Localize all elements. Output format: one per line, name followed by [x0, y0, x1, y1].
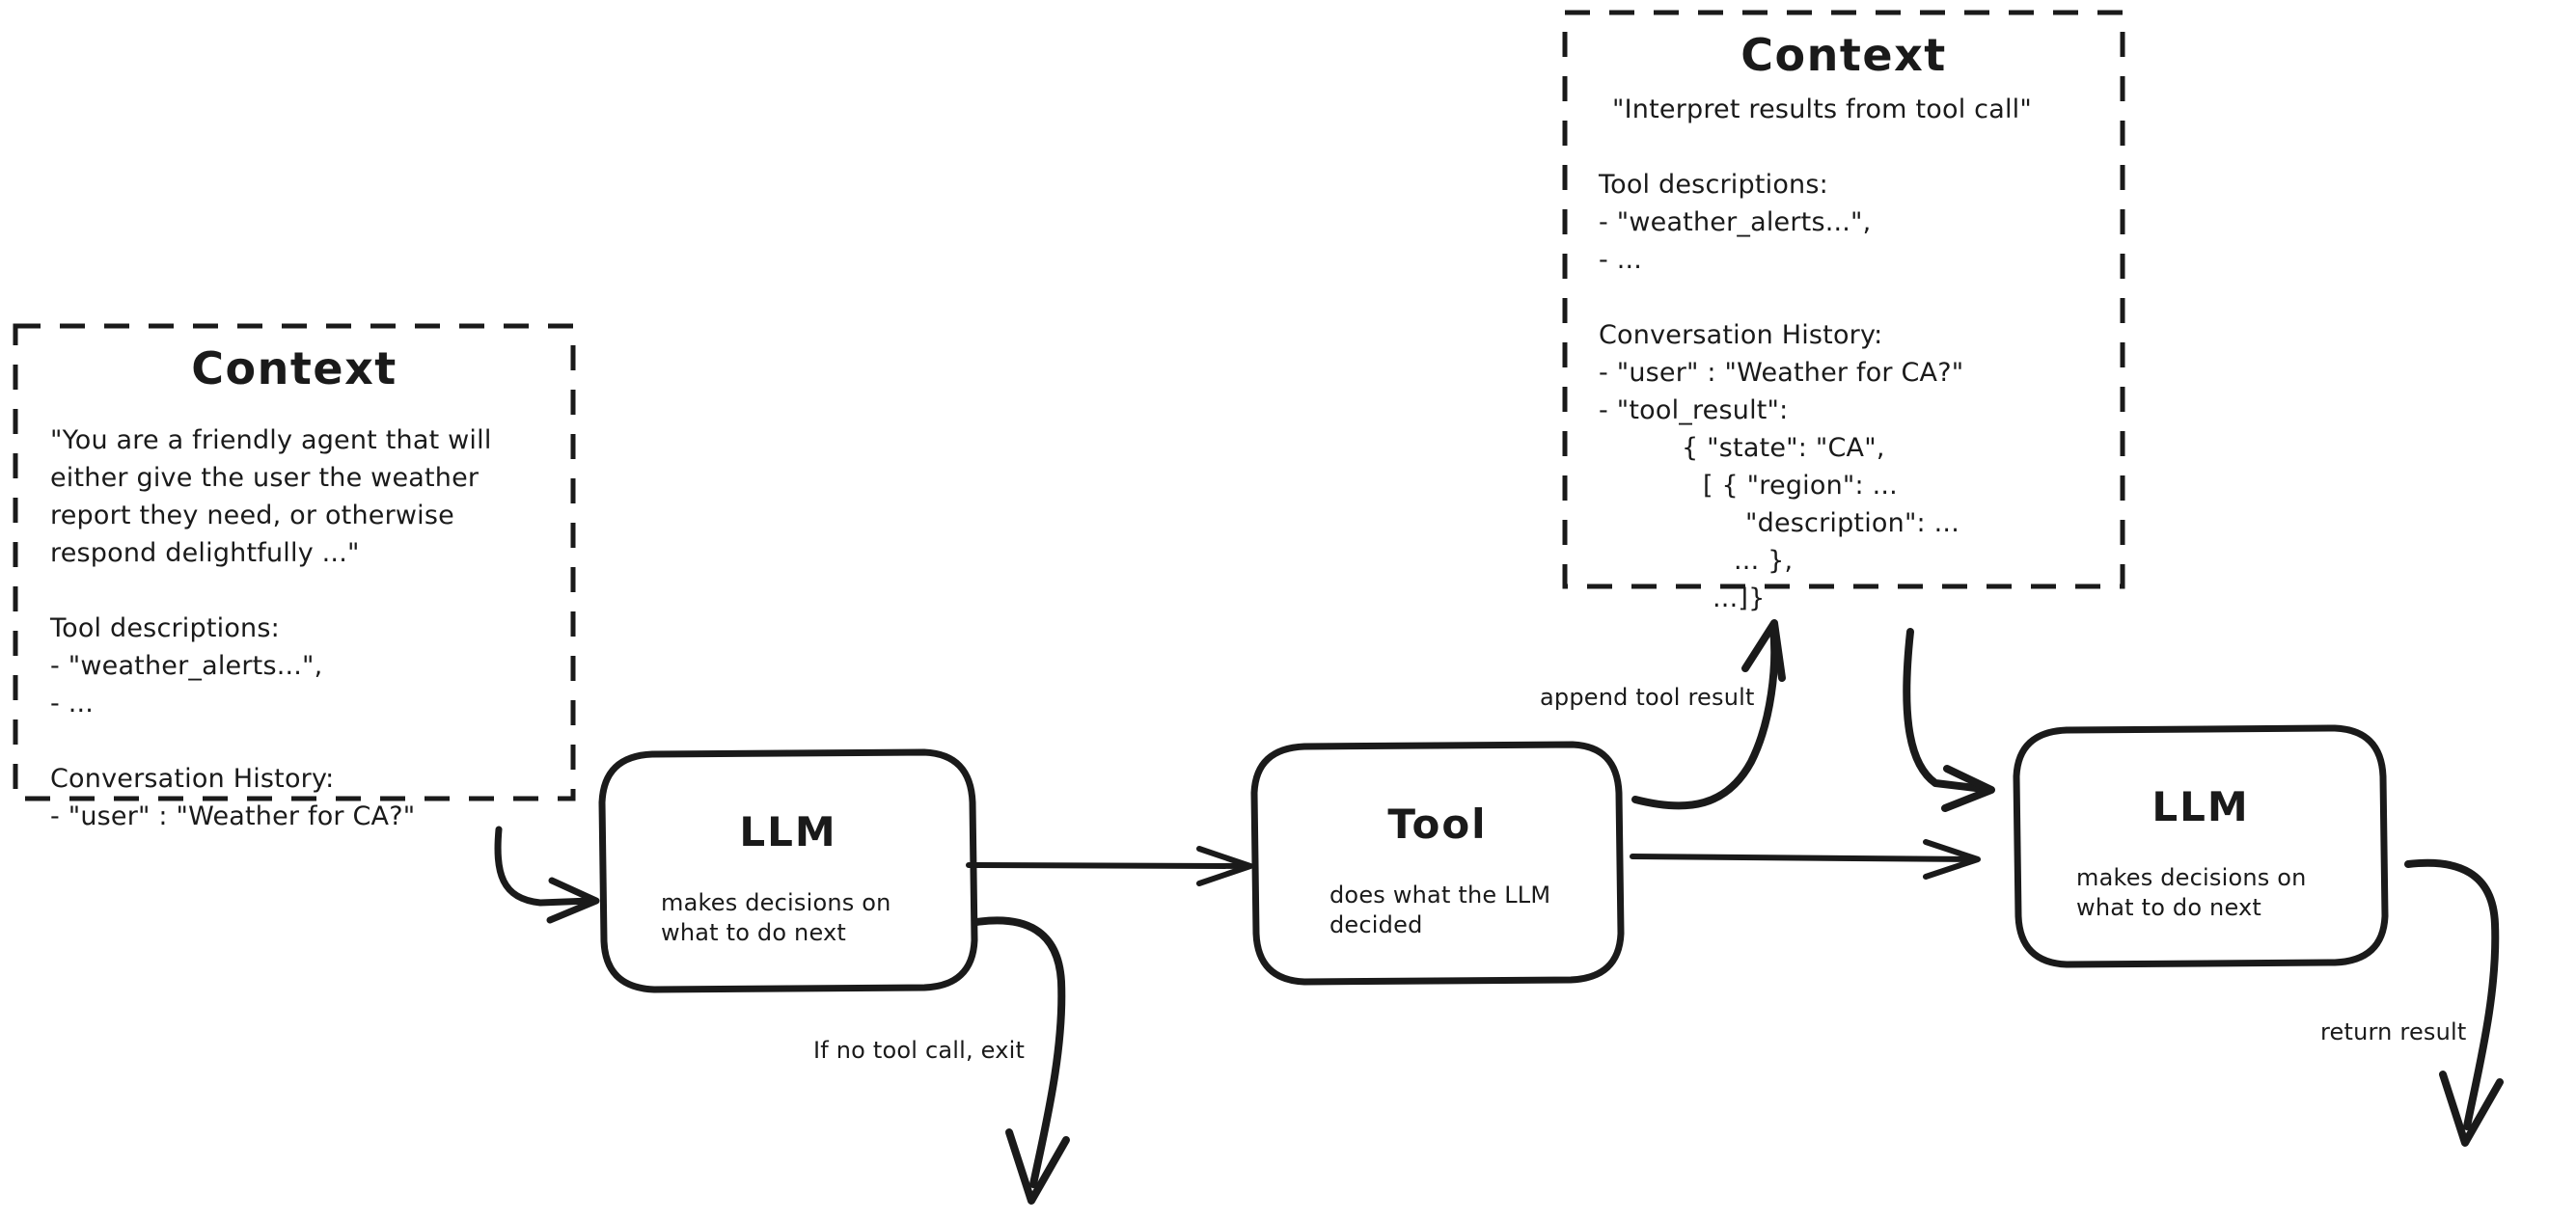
- arrow-return-result: [2404, 858, 2504, 1147]
- context-right-line: "Interpret results from tool call": [1612, 95, 2032, 124]
- context-right-line: [ { "region": ...: [1703, 471, 1898, 501]
- arrow-exit: [973, 916, 1070, 1205]
- context-left-line: respond delightfully ...": [50, 538, 360, 568]
- context-right-line: Tool descriptions:: [1599, 170, 1828, 200]
- context-right-line: Conversation History:: [1599, 320, 1883, 350]
- context-right-title: Context: [1740, 29, 1947, 81]
- arrow-tool-to-llm: [1630, 839, 1981, 880]
- tool-title: Tool: [1387, 800, 1488, 848]
- llm-right-subtitle-line: what to do next: [2076, 894, 2262, 921]
- llm-left-subtitle-line: makes decisions on: [661, 889, 891, 916]
- context-left-line: report they need, or otherwise: [50, 501, 454, 530]
- context-right-line: [1599, 128, 2032, 166]
- arrow-context-to-llm-right: [1903, 628, 1995, 812]
- context-left-line: either give the user the weather: [50, 463, 480, 493]
- context-right-line: - "weather_alerts...",: [1599, 207, 1872, 237]
- arrow-append-tool-result: [1631, 619, 1786, 810]
- llm-right-title: LLM: [2151, 783, 2250, 830]
- context-left-line: - ...: [50, 689, 95, 719]
- arrow-context-to-llm: [494, 826, 600, 924]
- context-right-line: ...]}: [1713, 583, 1766, 613]
- tool-border: [1250, 741, 1625, 986]
- context-left-body: "You are a friendly agent that will eithe…: [50, 421, 492, 835]
- llm-right-subtitle: makes decisions on what to do next: [2076, 863, 2307, 923]
- return-result-label: return result: [2320, 1018, 2467, 1045]
- llm-right-subtitle-line: makes decisions on: [2076, 864, 2307, 891]
- tool-subtitle-line: does what the LLM: [1329, 882, 1551, 909]
- context-left-line: Tool descriptions:: [50, 613, 280, 643]
- context-right-line: - "user" : "Weather for CA?": [1599, 358, 1964, 388]
- llm-left-subtitle-line: what to do next: [661, 919, 847, 946]
- arrow-llm-to-tool: [966, 846, 1253, 886]
- context-right-line: { "state": "CA",: [1682, 433, 1885, 463]
- context-right-line: - "tool_result":: [1599, 395, 1789, 425]
- context-left-line: Conversation History:: [50, 764, 335, 794]
- context-left-line: - "weather_alerts...",: [50, 651, 323, 681]
- context-right-line: ... },: [1734, 546, 1794, 576]
- context-left-line: - "user" : "Weather for CA?": [50, 801, 416, 831]
- context-right-body: "Interpret results from tool call" Tool …: [1599, 91, 2032, 617]
- llm-left-title: LLM: [739, 808, 837, 855]
- context-right-line: "description": ...: [1745, 508, 1959, 538]
- context-right-border: [1562, 10, 2125, 589]
- context-left-line: "You are a friendly agent that will: [50, 425, 492, 455]
- context-right-line: [1599, 279, 2032, 316]
- context-left-border: [13, 323, 576, 801]
- llm-right-border: [2013, 724, 2389, 968]
- context-right-line: - ...: [1599, 245, 1643, 275]
- context-left-line: [50, 722, 492, 760]
- tool-subtitle-line: decided: [1329, 911, 1423, 938]
- exit-label: If no tool call, exit: [813, 1037, 1026, 1064]
- context-left-line: [50, 572, 492, 610]
- llm-left-subtitle: makes decisions on what to do next: [661, 888, 891, 948]
- llm-left-border: [598, 748, 978, 993]
- append-tool-result-label: append tool result: [1540, 684, 1755, 711]
- context-left-title: Context: [191, 342, 397, 394]
